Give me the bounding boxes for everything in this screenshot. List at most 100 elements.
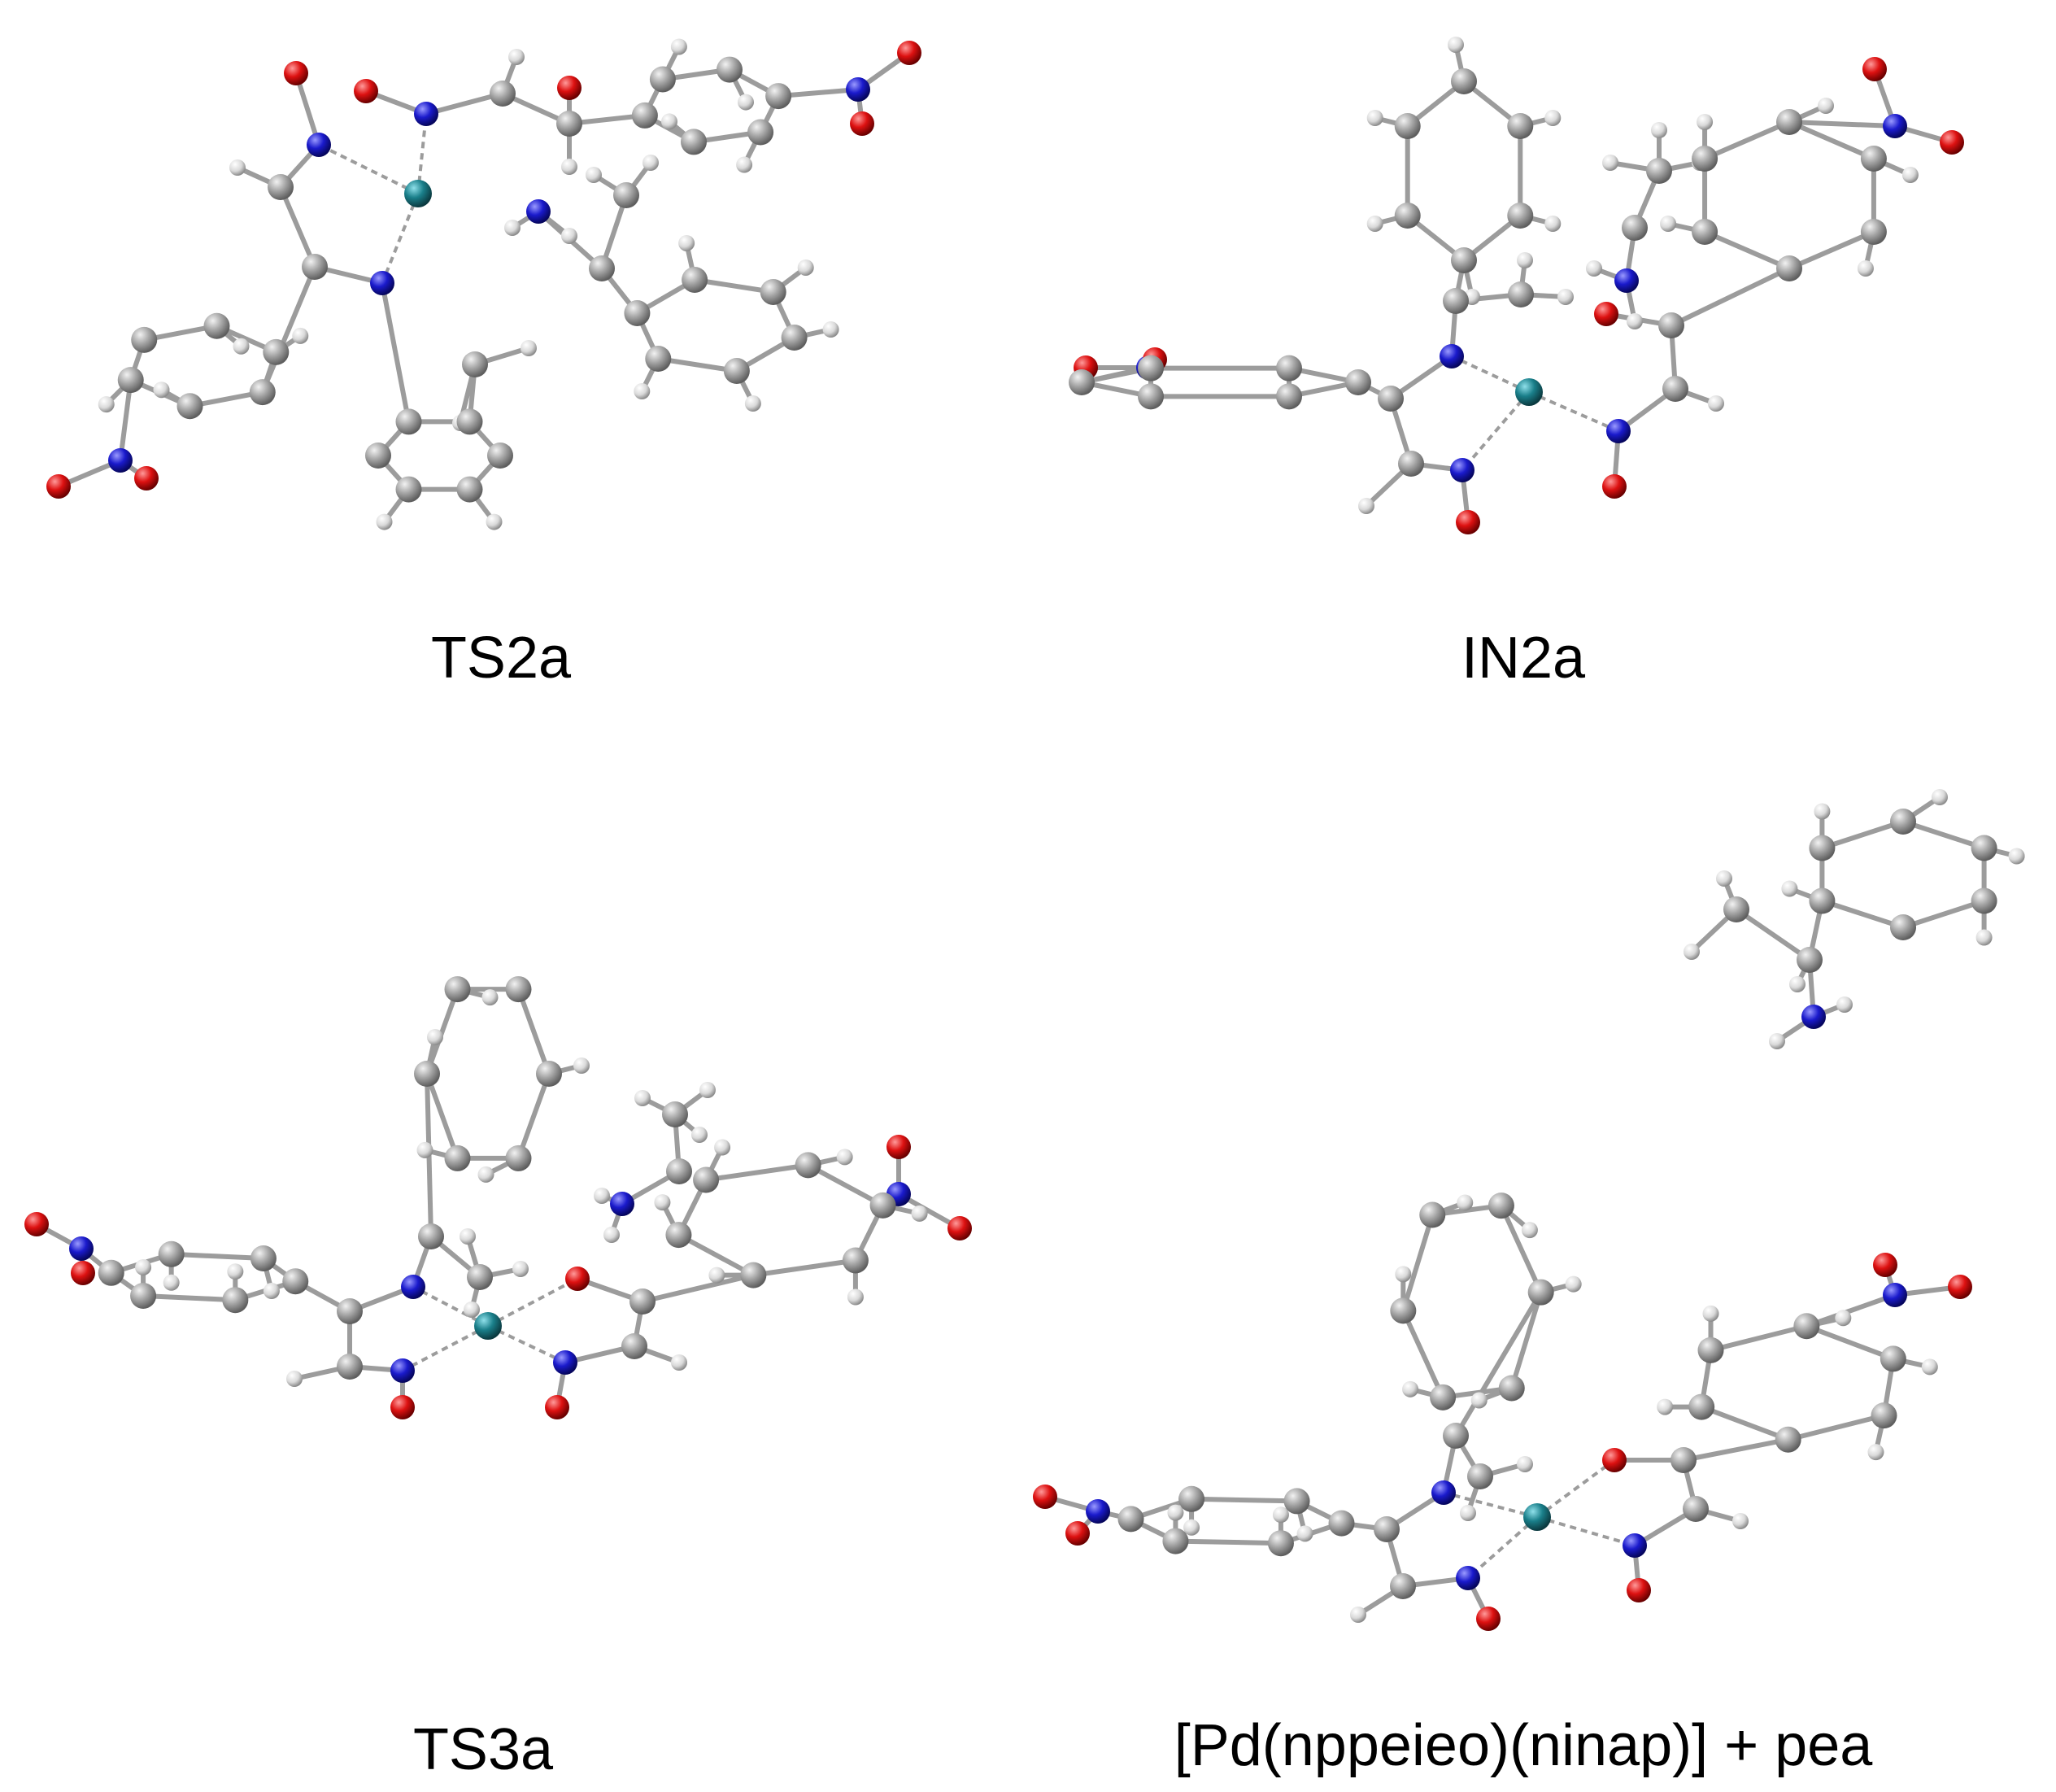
oxygen-atom <box>947 1216 972 1240</box>
oxygen-atom <box>1602 474 1627 499</box>
bond <box>425 1071 460 1161</box>
carbon-atom <box>462 351 488 377</box>
carbon-atom <box>842 1247 869 1274</box>
bond <box>1708 1323 1810 1353</box>
hydrogen-atom <box>586 167 602 183</box>
carbon-atom <box>1797 947 1823 973</box>
carbon-atom <box>1662 376 1688 402</box>
bond <box>751 1258 858 1278</box>
bond <box>1702 120 1792 161</box>
hydrogen-atom <box>1835 1310 1852 1327</box>
coordination-bond <box>1461 390 1531 472</box>
bond <box>278 185 317 269</box>
coordination-bond <box>412 1285 489 1328</box>
carbon-atom <box>1488 1192 1514 1219</box>
carbon-atom <box>1283 1488 1310 1515</box>
bond <box>656 356 739 374</box>
carbon-atom <box>1390 1297 1417 1324</box>
bond <box>516 1071 551 1161</box>
carbon-atom <box>1443 1423 1469 1449</box>
hydrogen-atom <box>1781 880 1798 897</box>
hydrogen-atom <box>512 1261 529 1277</box>
nitrogen-atom <box>1450 458 1474 482</box>
hydrogen-atom <box>737 94 754 111</box>
oxygen-atom <box>24 1212 49 1236</box>
carbon-atom <box>681 129 708 155</box>
carbon-atom <box>1328 1510 1355 1537</box>
carbon-atom <box>1880 1345 1906 1372</box>
carbon-atom <box>1345 369 1371 395</box>
hydrogen-atom <box>736 156 753 173</box>
carbon-atom <box>1443 288 1469 314</box>
carbon-atom <box>490 81 516 107</box>
hydrogen-atom <box>163 1274 180 1291</box>
bond <box>380 281 412 425</box>
carbon-atom <box>662 1101 688 1127</box>
carbon-atom <box>1860 146 1887 172</box>
bond <box>1785 1413 1887 1442</box>
carbon-atom <box>1670 1447 1697 1473</box>
carbon-atom <box>536 1061 562 1087</box>
carbon-atom <box>505 976 532 1003</box>
oxygen-atom <box>850 111 874 136</box>
hydrogen-atom <box>1660 216 1677 232</box>
nitrogen-atom <box>307 133 331 157</box>
carbon-atom <box>263 338 290 365</box>
oxygen-atom <box>1602 1448 1627 1472</box>
product-complex-structure <box>1033 1192 1972 1631</box>
palladium-atom <box>404 180 432 207</box>
hydrogen-atom <box>1448 37 1464 53</box>
coordination-bond <box>1528 390 1619 433</box>
carbon-atom <box>682 266 708 293</box>
hydrogen-atom <box>573 1057 590 1074</box>
nitrogen-atom <box>1086 1499 1110 1524</box>
hydrogen-atom <box>286 1371 303 1387</box>
carbon-atom <box>1890 809 1916 835</box>
hydrogen-atom <box>1457 1194 1474 1211</box>
hydrogen-atom <box>376 513 393 530</box>
carbon-atom <box>131 326 158 353</box>
nitrogen-atom <box>610 1192 634 1216</box>
bond <box>1509 1289 1544 1391</box>
carbon-atom <box>395 476 422 503</box>
hydrogen-atom <box>822 321 839 338</box>
hydrogen-atom <box>1789 976 1806 992</box>
carbon-atom <box>621 1333 647 1359</box>
carbon-atom <box>1374 1516 1400 1542</box>
label-in2a: IN2a <box>1461 626 1586 691</box>
carbon-atom <box>1276 383 1302 410</box>
hydrogen-atom <box>416 1141 433 1158</box>
coordination-bond <box>1536 1515 1636 1547</box>
carbon-atom <box>250 1245 277 1272</box>
carbon-atom <box>268 174 294 200</box>
carbon-atom <box>176 393 203 420</box>
oxygen-atom <box>1476 1607 1501 1631</box>
bond <box>1681 1437 1791 1463</box>
carbon-atom <box>760 278 786 305</box>
hydrogen-atom <box>708 1267 725 1284</box>
carbon-atom <box>1776 109 1802 135</box>
carbon-atom <box>505 1145 532 1171</box>
carbon-atom <box>1809 887 1836 914</box>
carbon-atom <box>1971 835 1997 861</box>
carbon-atom <box>282 1268 309 1295</box>
hydrogen-atom <box>1697 114 1714 130</box>
carbon-atom <box>693 1166 720 1193</box>
nitrogen-atom <box>108 448 133 473</box>
nitrogen-atom <box>390 1358 415 1383</box>
carbon-atom <box>747 119 774 146</box>
nitrogen-atom <box>1440 344 1464 368</box>
hydrogen-atom <box>504 220 521 236</box>
bond <box>1819 819 1906 851</box>
carbon-atom <box>649 66 676 93</box>
oxygen-atom <box>354 79 378 103</box>
carbon-atom <box>337 1354 363 1380</box>
bond <box>1400 1212 1435 1314</box>
oxygen-atom <box>565 1267 590 1291</box>
hydrogen-atom <box>1517 252 1533 268</box>
coordination-bond <box>1443 1491 1538 1519</box>
carbon-atom <box>467 1264 493 1290</box>
coordination-bond <box>1535 1458 1616 1519</box>
carbon-atom <box>1507 113 1534 139</box>
